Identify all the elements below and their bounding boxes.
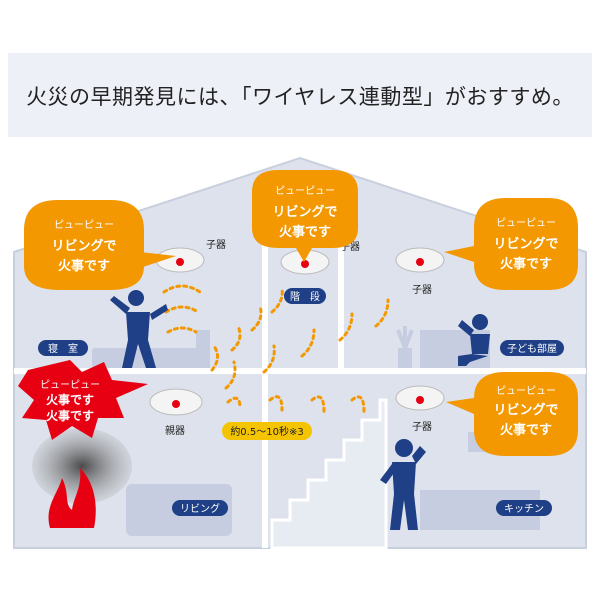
- label-parent: 親器: [165, 424, 185, 437]
- wall-divider-left: [262, 238, 268, 548]
- svg-text:ピューピュー: ピューピュー: [54, 219, 114, 231]
- person-kids-room: [458, 314, 490, 366]
- svg-text:リビングで: リビングで: [51, 238, 116, 254]
- svg-text:ピューピュー: ピューピュー: [496, 385, 556, 397]
- bubble-kitchen: ピューピュー リビングで 火事です: [446, 372, 578, 456]
- svg-text:階 段: 階 段: [290, 290, 320, 303]
- svg-text:リビングで: リビングで: [493, 236, 558, 252]
- detector-stairs: [280, 249, 330, 275]
- bed-headboard: [196, 330, 210, 368]
- room-tag-living: リビング: [172, 500, 228, 516]
- person-bedroom: [110, 290, 168, 368]
- svg-text:寝 室: 寝 室: [48, 342, 78, 355]
- svg-text:キッチン: キッチン: [504, 503, 544, 515]
- delay-note-tag: 約0.5〜10秒※3: [222, 422, 312, 440]
- svg-text:ピューピュー: ピューピュー: [275, 185, 335, 197]
- room-tag-stairs: 階 段: [284, 288, 326, 304]
- detector-kitchen: [395, 385, 445, 411]
- svg-text:約0.5〜10秒※3: 約0.5〜10秒※3: [230, 425, 303, 438]
- room-tag-kitchen: キッチン: [496, 500, 552, 516]
- room-tag-bedroom: 寝 室: [38, 340, 88, 356]
- signal-waves: [162, 284, 390, 414]
- svg-text:リビングで: リビングで: [493, 402, 558, 418]
- bubble-stairs: ピューピュー リビングで 火事です: [252, 170, 358, 262]
- person-kitchen: [380, 439, 426, 530]
- floor-divider: [14, 368, 586, 374]
- label-child-kitchen: 子器: [412, 421, 432, 433]
- staircase: [270, 398, 388, 550]
- detector-kids-room: [395, 247, 445, 273]
- svg-text:ピューピュー: ピューピュー: [496, 217, 556, 229]
- fire-icon: [48, 468, 96, 528]
- svg-text:リビング: リビング: [180, 502, 220, 515]
- wall-divider-right: [338, 238, 344, 370]
- plant-pot: [398, 348, 412, 368]
- svg-text:火事です: 火事です: [500, 256, 552, 272]
- headline-text: 火災の早期発見には、「ワイヤレス連動型」がおすすめ。: [26, 85, 574, 109]
- svg-text:火事です: 火事です: [58, 258, 110, 274]
- svg-text:火事です: 火事です: [279, 224, 331, 240]
- svg-text:子ども部屋: 子ども部屋: [507, 342, 557, 355]
- room-tag-kids-room: 子ども部屋: [500, 340, 564, 356]
- bubble-kids-room: ピューピュー リビングで 火事です: [444, 198, 578, 290]
- headline-banner: 火災の早期発見には、「ワイヤレス連動型」がおすすめ。: [8, 53, 592, 137]
- plant-leaves: [396, 326, 414, 349]
- svg-text:ピューピュー: ピューピュー: [40, 379, 100, 391]
- detector-living-parent: [149, 388, 203, 416]
- bubble-bedroom: ピューピュー リビングで 火事です: [24, 200, 176, 290]
- label-child-bedroom: 子器: [206, 239, 226, 251]
- bubble-living-alarm: ピューピュー 火事です 火事です: [18, 360, 148, 440]
- svg-text:火事です: 火事です: [500, 422, 552, 438]
- label-child-kids: 子器: [412, 284, 432, 296]
- svg-text:火事です: 火事です: [46, 408, 94, 423]
- svg-text:リビングで: リビングで: [272, 204, 337, 220]
- smoke-cloud: [32, 428, 132, 504]
- svg-text:火事です: 火事です: [46, 392, 94, 407]
